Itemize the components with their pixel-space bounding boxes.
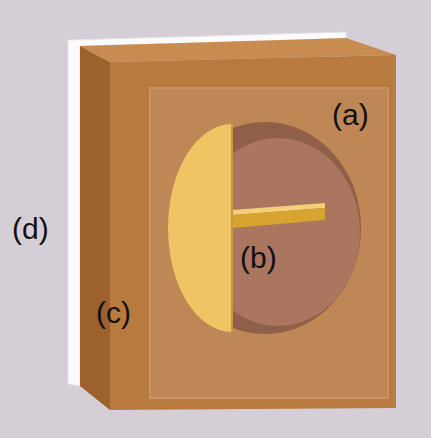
- bar-front: [232, 208, 325, 228]
- part-label: (d): [12, 214, 49, 244]
- hole-rim: [169, 122, 361, 334]
- inset-panel: [150, 88, 388, 398]
- part-label: (b): [240, 243, 277, 273]
- front-face: [110, 55, 396, 410]
- half-disc: [168, 124, 232, 332]
- side-face: [80, 46, 110, 410]
- part-label: (c): [96, 298, 131, 328]
- half-disc-edge: [231, 124, 233, 332]
- part-label: (a): [332, 100, 369, 130]
